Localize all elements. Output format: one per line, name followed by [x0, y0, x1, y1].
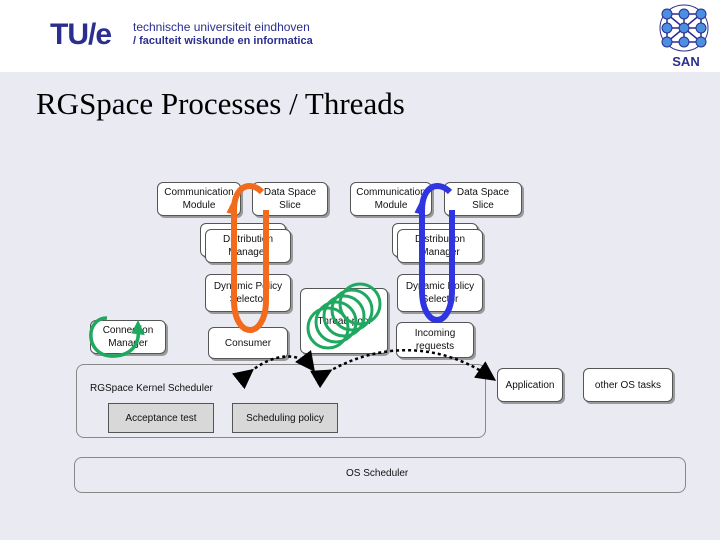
green-cycle-icon — [89, 316, 145, 358]
page-title: RGSpace Processes / Threads — [36, 86, 405, 121]
university-name: technische universiteit eindhoven / facu… — [133, 20, 313, 48]
university-line-2: / faculteit wiskunde en informatica — [133, 35, 313, 47]
kernel-scheduler-label: RGSpace Kernel Scheduler — [90, 383, 213, 394]
left-dynamic-policy-selector: Dynamic Policy Selector — [205, 274, 291, 312]
os-scheduler-label: OS Scheduler — [346, 468, 409, 479]
university-line-1: technische universiteit eindhoven — [133, 20, 310, 34]
scheduler-arrows — [232, 349, 497, 390]
other-os-tasks-box: other OS tasks — [583, 368, 673, 402]
scheduling-policy-box: Scheduling policy — [232, 403, 338, 433]
right-distribution-manager: Distribution Manager — [397, 229, 483, 263]
acceptance-test-box: Acceptance test — [108, 403, 214, 433]
thread-pool-cycles — [306, 282, 382, 350]
application-box: Application — [497, 368, 563, 402]
right-dynamic-policy-selector: Dynamic Policy Selector — [397, 274, 483, 312]
right-data-space-slice: Data Space Slice — [444, 182, 522, 216]
orange-cycle-icon — [226, 183, 269, 333]
blue-cycle-icon — [414, 183, 455, 323]
right-comm-module: Communication Module — [350, 182, 432, 216]
left-comm-module: Communication Module — [157, 182, 241, 216]
left-distribution-manager: Distribution Manager — [205, 229, 291, 263]
san-logo: SAN — [659, 4, 709, 69]
header-bar: TU/e technische universiteit eindhoven /… — [0, 0, 720, 72]
os-scheduler-box — [74, 457, 686, 493]
san-logo-text: SAN — [672, 54, 699, 69]
tue-logo: TU/e — [50, 18, 112, 51]
